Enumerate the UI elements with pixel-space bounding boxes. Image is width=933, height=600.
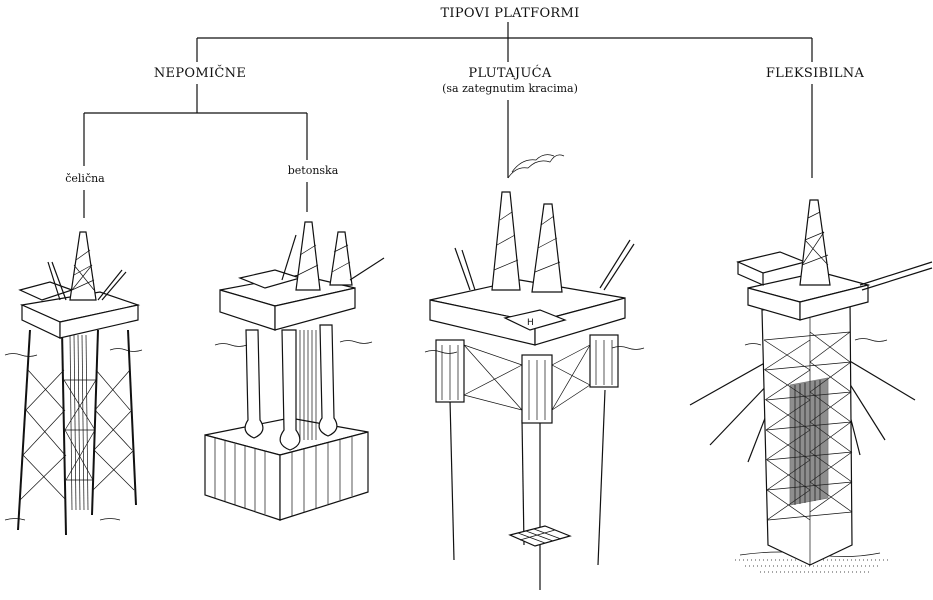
subtype-steel-label: čelična — [65, 172, 105, 185]
root-title: TIPOVI PLATFORMI — [440, 6, 580, 21]
concrete-platform-illustration — [204, 221, 385, 521]
category-flexible-label: FLEKSIBILNA — [765, 66, 865, 81]
category-floating-sublabel: (sa zategnutim kracima) — [442, 82, 578, 95]
category-fixed-label: NEPOMIČNE — [153, 66, 247, 81]
floating-platform-illustration: H — [424, 154, 645, 590]
tree-connectors — [83, 22, 813, 218]
helipad-marking: H — [527, 318, 534, 328]
subtype-concrete-label: betonska — [287, 164, 339, 177]
category-floating-label: PLUTAJUĆA — [468, 66, 552, 81]
flexible-platform-illustration — [689, 199, 933, 573]
steel-platform-illustration — [4, 231, 143, 536]
